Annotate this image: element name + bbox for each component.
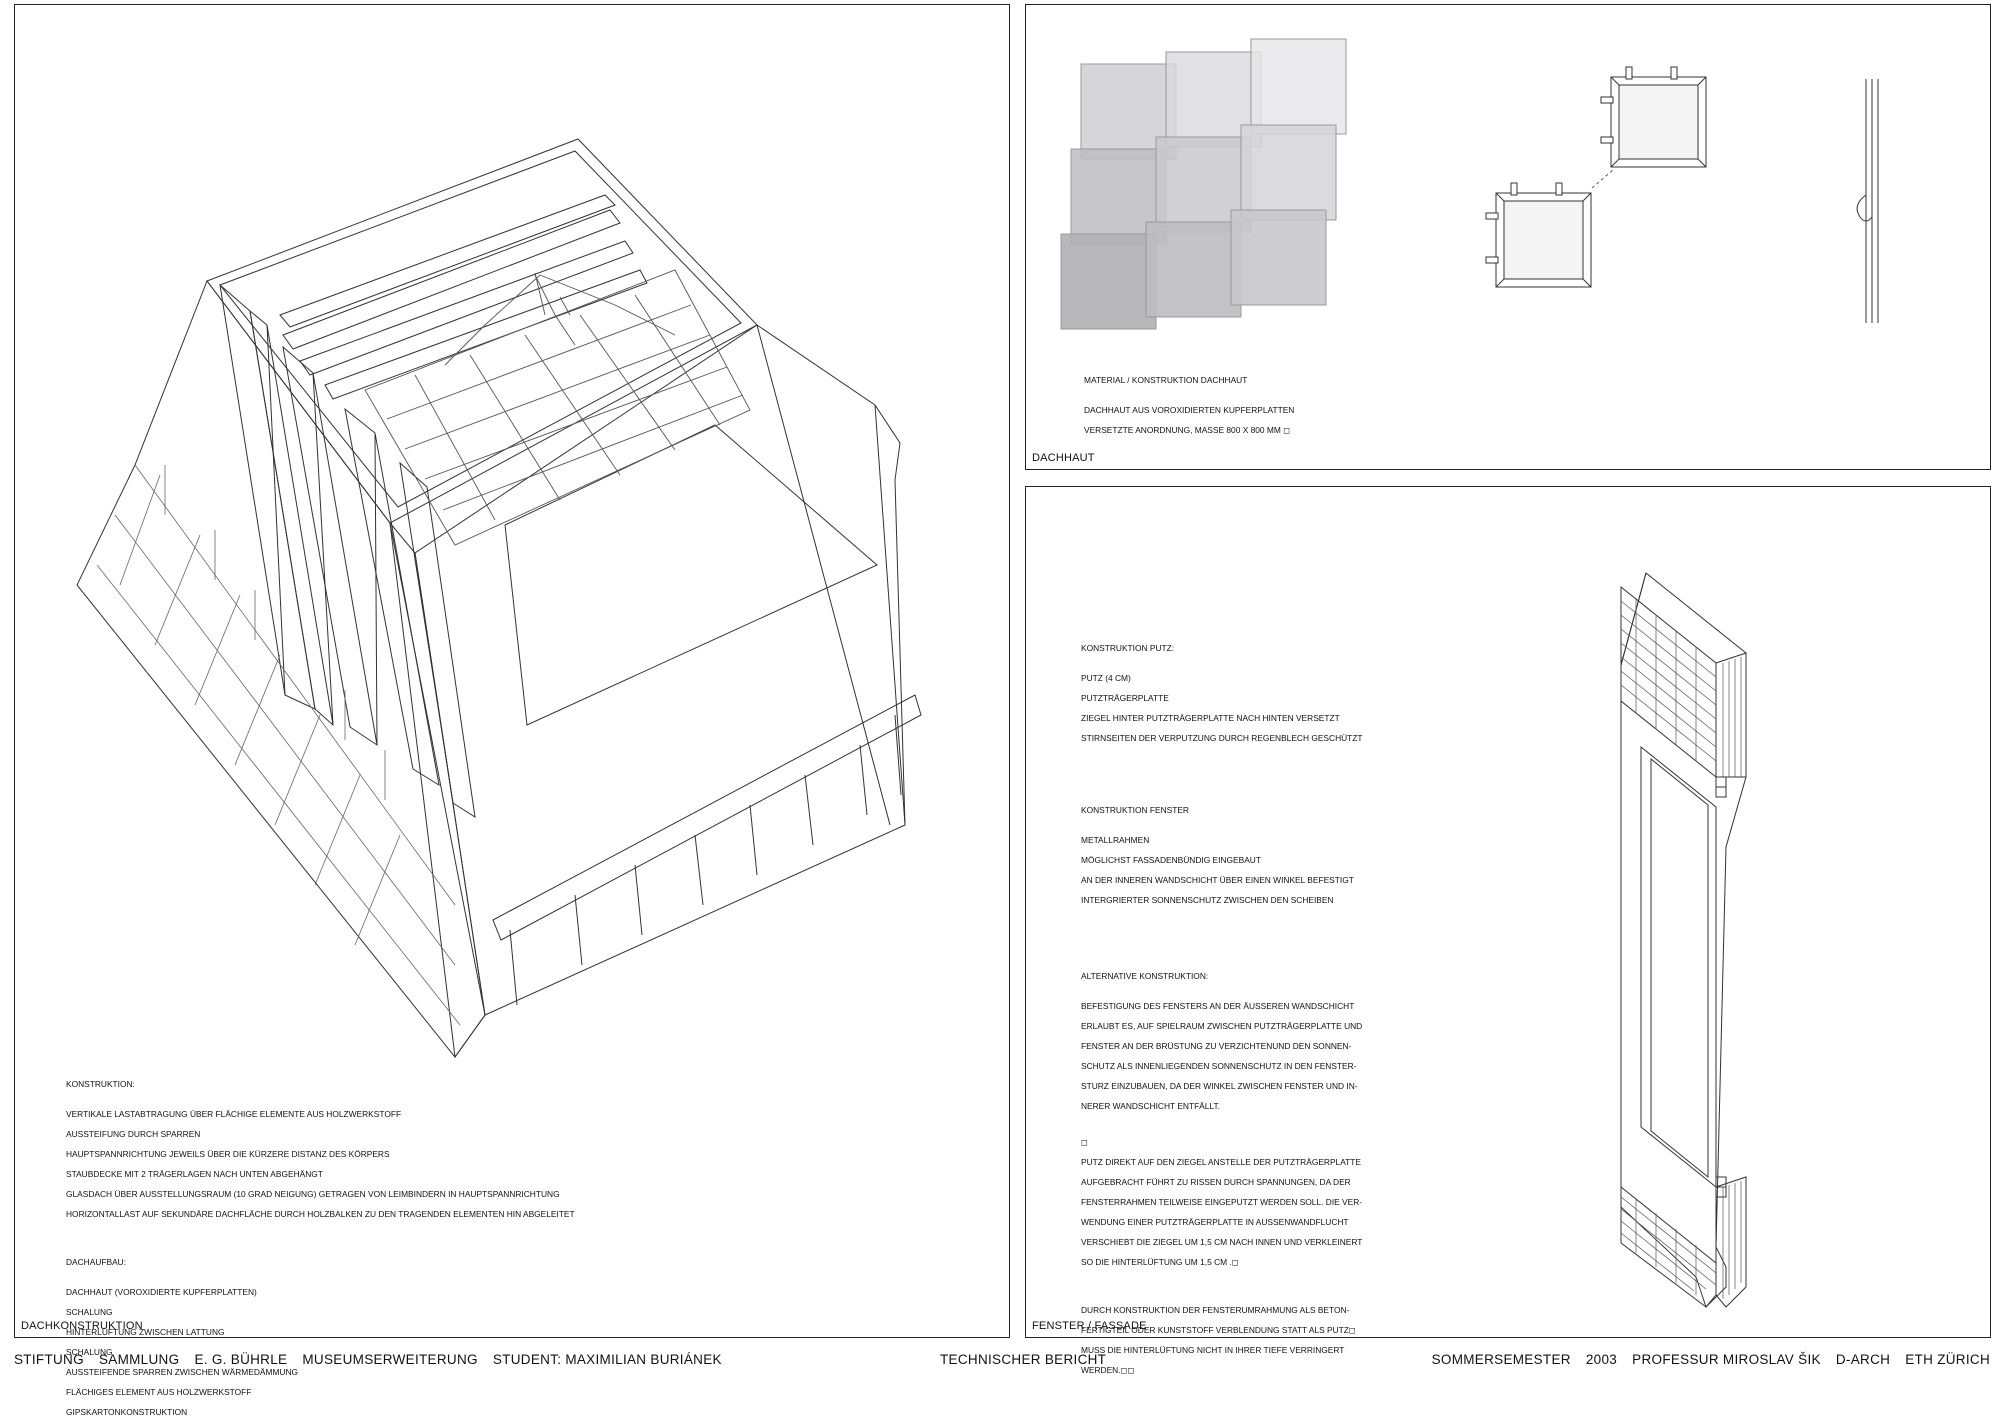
panel-dachhaut: MATERIAL / KONSTRUKTION DACHHAUT DACHHAU… [1025,4,1991,470]
facade-notes-heading-alternative: ALTERNATIVE KONSTRUKTION: [1081,971,1209,981]
facade-note-line: SO DIE HINTERLÜFTUNG UM 1,5 CM .◻ [1081,1257,1239,1267]
facade-note-line: INTERGRIERTER SONNENSCHUTZ ZWISCHEN DEN … [1081,895,1334,905]
facade-note-line: WENDUNG EINER PUTZTRÄGERPLATTE IN AUSSEN… [1081,1217,1349,1227]
panel-label-dachhaut: DACHHAUT [1032,452,1095,464]
facade-note-line: NERER WANDSCHICHT ENTFÄLLT. [1081,1101,1220,1111]
facade-note-line: STIRNSEITEN DER VERPUTZUNG DURCH REGENBL… [1081,733,1363,743]
roof-layer-line: SCHALUNG [66,1347,113,1357]
footer-item: STIFTUNG [14,1352,84,1367]
facade-note-line: AN DER INNEREN WANDSCHICHT ÜBER EINEN WI… [1081,875,1354,885]
roof-layer-line: GIPSKARTONKONSTRUKTION [66,1407,188,1417]
skin-note-line: VERSETZTE ANORDNUNG, MASSE 800 x 800 MM … [1084,425,1291,435]
facade-notes-heading-window: KONSTRUKTION FENSTER [1081,805,1189,815]
facade-note-line: FENSTERRAHMEN TEILWEISE EINGEPUTZT WERDE… [1081,1197,1363,1207]
roof-note-line: HORIZONTALLAST AUF SEKUNDÄRE DACHFLÄCHE … [66,1209,575,1219]
facade-note-line: FENSTER AN DER BRÜSTUNG ZU VERZICHTENUND… [1081,1041,1352,1051]
footer-item: SOMMERSEMESTER [1431,1352,1571,1367]
facade-notes-heading-plaster: KONSTRUKTION PUTZ: [1081,643,1175,653]
skin-notes-heading: MATERIAL / KONSTRUKTION DACHHAUT [1084,375,1248,385]
skin-notes: MATERIAL / KONSTRUKTION DACHHAUT DACHHAU… [1084,365,1294,435]
facade-note-line: FERTIGTEIL ODER KUNSTSTOFF VERBLENDUNG S… [1081,1325,1356,1335]
roof-note-line: VERTIKALE LASTABTRAGUNG ÜBER FLÄCHIGE EL… [66,1109,402,1119]
facade-note-line: ZIEGEL HINTER PUTZTRÄGERPLATTE NACH HINT… [1081,713,1340,723]
roof-axonometric-drawing [15,5,1011,1339]
facade-window-axonometric [1026,487,1992,1339]
facade-note-line: VERSCHIEBT DIE ZIEGEL UM 1,5 CM NACH INN… [1081,1237,1363,1247]
facade-note-line: PUTZ (4 CM) [1081,673,1131,683]
skin-note-line: DACHHAUT AUS VOROXIDIERTEN KUPFERPLATTEN [1084,405,1295,415]
facade-note-mark: ◻ [1081,1137,1088,1147]
roof-layer-line: DACHHAUT (VOROXIDIERTE KUPFERPLATTEN) [66,1287,257,1297]
footer-course-info: SOMMERSEMESTER 2003 PROFESSUR MIROSLAV Š… [1421,1352,1990,1367]
facade-notes: KONSTRUKTION PUTZ: PUTZ (4 CM) PUTZTRÄGE… [1081,633,1363,1375]
footer-item: SAMMLUNG [98,1352,180,1367]
facade-note-line: METALLRAHMEN [1081,835,1150,845]
footer-item: PROFESSUR MIROSLAV ŠIK [1632,1352,1821,1367]
footer-student: STUDENT: MAXIMILIAN BURIÁNEK [492,1352,722,1367]
facade-note-line: AUFGEBRACHT FÜHRT ZU RISSEN DURCH SPANNU… [1081,1177,1351,1187]
roof-layer-line: AUSSTEIFENDE SPARREN ZWISCHEN WÄRMEDÄMMU… [66,1367,299,1377]
footer-item: 2003 [1585,1352,1618,1367]
roof-note-line: GLASDACH ÜBER AUSSTELLUNGSRAUM (10 GRAD … [66,1189,560,1199]
footer-item: E. G. BÜHRLE [194,1352,288,1367]
facade-note-line: WERDEN.◻◻ [1081,1365,1135,1375]
facade-note-line: DURCH KONSTRUKTION DER FENSTERUMRAHMUNG … [1081,1305,1350,1315]
footer-item: D-ARCH [1835,1352,1891,1367]
copper-tile-diagram [1026,5,1992,471]
footer-item: MUSEUMSERWEITERUNG [302,1352,478,1367]
roof-layer-line: FLÄCHIGES ELEMENT AUS HOLZWERKSTOFF [66,1387,252,1397]
facade-note-line: SCHUTZ ALS INNENLIEGENDEN SONNENSCHUTZ I… [1081,1061,1357,1071]
facade-note-line: PUTZTRÄGERPLATTE [1081,693,1169,703]
footer-report-title: TECHNISCHER BERICHT [940,1352,1107,1367]
roof-note-line: AUSSTEIFUNG DURCH SPARREN [66,1129,201,1139]
roof-layer-line: SCHALUNG [66,1307,113,1317]
roof-note-line: STAUBDECKE MIT 2 TRÄGERLAGEN NACH UNTEN … [66,1169,323,1179]
panel-fenster-fassade: KONSTRUKTION PUTZ: PUTZ (4 CM) PUTZTRÄGE… [1025,486,1992,1375]
panel-dachkonstruktion: KONSTRUKTION: VERTIKALE LASTABTRAGUNG ÜB… [14,4,1011,1417]
facade-note-line: STURZ EINZUBAUEN, DA DER WINKEL ZWISCHEN… [1081,1081,1358,1091]
facade-note-line: MÖGLICHST FASSADENBÜNDIG EINGEBAUT [1081,855,1261,865]
facade-note-line: ERLAUBT ES, AUF SPIELRAUM ZWISCHEN PUTZT… [1081,1021,1363,1031]
footer-project-info: STIFTUNG SAMMLUNG E. G. BÜHRLE MUSEUMSER… [14,1352,733,1367]
roof-notes-heading-construction: KONSTRUKTION: [66,1079,135,1089]
facade-note-line: BEFESTIGUNG DES FENSTERS AN DER ÄUSSEREN… [1081,1001,1355,1011]
roof-notes-heading-roof-build-up: DACHAUFBAU: [66,1257,127,1267]
facade-note-line: MUSS DIE HINTERLÜFTUNG NICHT IN IHRER TI… [1081,1345,1345,1355]
facade-note-line: PUTZ DIREKT AUF DEN ZIEGEL ANSTELLE DER … [1081,1157,1361,1167]
footer-item: ETH ZÜRICH [1905,1352,1990,1367]
panel-label-fenster-fassade: FENSTER / FASSADE [1032,1320,1147,1332]
roof-note-line: HAUPTSPANNRICHTUNG JEWEILS ÜBER DIE KÜRZ… [66,1149,390,1159]
roof-layer-line: HINTERLÜFTUNG ZWISCHEN LATTUNG [66,1327,225,1337]
panel-label-dachkonstruktion: DACHKONSTRUKTION [21,1320,143,1332]
